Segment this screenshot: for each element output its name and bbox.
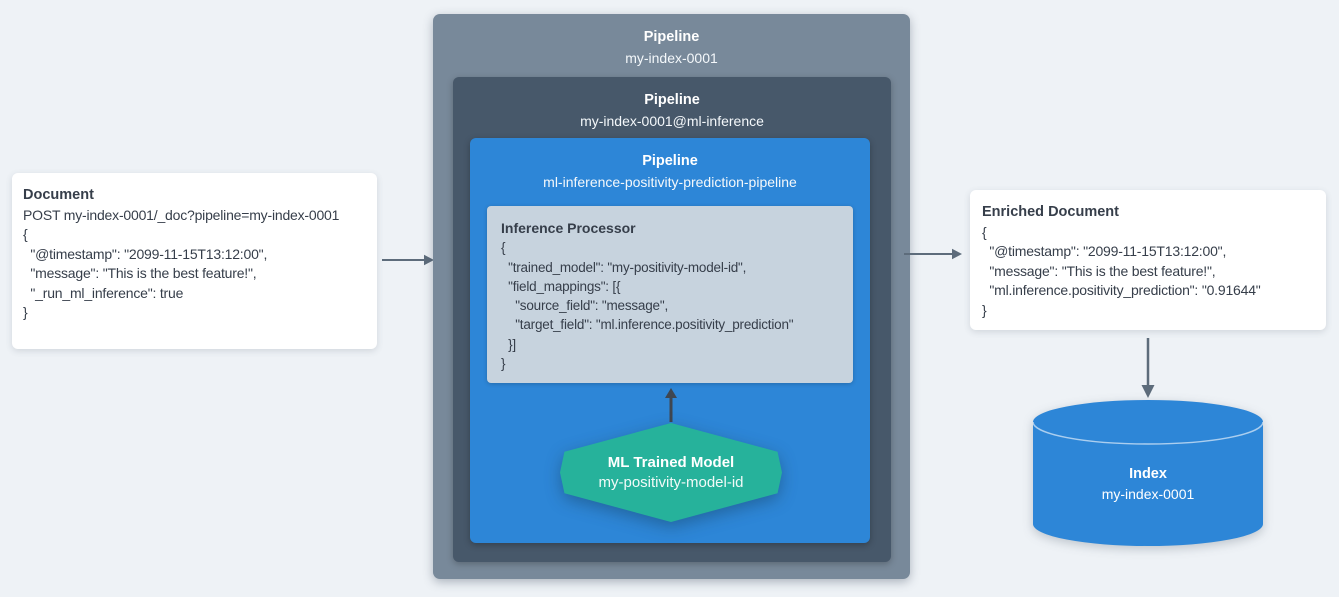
processor-code-line: } — [501, 356, 506, 372]
index-cylinder — [1032, 400, 1264, 550]
document-code-line: "@timestamp": "2099-11-15T13:12:00", — [23, 245, 268, 262]
ingest-arrow-right-icon — [382, 254, 434, 266]
index-name: my-index-0001 — [1101, 486, 1195, 502]
model-arrow-up-icon — [665, 388, 677, 422]
output-arrow-right-icon — [904, 248, 962, 260]
ml-pipeline-title: Pipeline — [642, 153, 698, 169]
document-card-title: Document — [23, 187, 94, 203]
hexagon-shape: ML Trained Model my-positivity-model-id — [560, 423, 782, 522]
processor-code-line: "source_field": "message", — [501, 298, 668, 314]
cylinder-shape — [1032, 400, 1264, 546]
processor-code-line: "field_mappings": [{ — [501, 278, 621, 294]
enriched-code-line: "ml.inference.positivity_prediction": "0… — [982, 282, 1261, 298]
ml-trained-model-node: ML Trained Model my-positivity-model-id — [560, 423, 782, 522]
document-code-line: { — [23, 226, 28, 242]
document-code-line: "message": "This is the best feature!", — [23, 265, 257, 281]
enriched-document-title: Enriched Document — [982, 204, 1119, 220]
inference-pipeline-name: my-index-0001@ml-inference — [580, 113, 764, 129]
processor-code-line: "trained_model": "my-positivity-model-id… — [501, 259, 747, 275]
enriched-code-line: "@timestamp": "2099-11-15T13:12:00", — [982, 243, 1227, 259]
document-code-line: } — [23, 304, 28, 320]
inference-processor-panel: Inference Processor { "trained_model": "… — [487, 206, 853, 383]
inference-pipeline-title: Pipeline — [644, 92, 700, 108]
enriched-code-line: { — [982, 223, 987, 240]
inference-processor-title: Inference Processor — [501, 220, 636, 236]
ml-trained-model-name: my-positivity-model-id — [598, 473, 744, 491]
enriched-code-line: "message": "This is the best feature!", — [982, 262, 1216, 279]
index-label: Index my-index-0001 — [1033, 464, 1263, 504]
outer-pipeline-title: Pipeline — [643, 29, 700, 45]
inference-pipeline-box: Pipeline my-index-0001@ml-inference Pipe… — [453, 77, 891, 562]
processor-code-line: "target_field": "ml.inference.positivity… — [501, 317, 794, 333]
ml-trained-model-title: ML Trained Model — [607, 453, 735, 471]
ml-pipeline-name: ml-inference-positivity-prediction-pipel… — [543, 174, 797, 190]
document-code-line: "_run_ml_inference": true — [23, 284, 184, 301]
ml-pipeline-box: Pipeline ml-inference-positivity-predict… — [470, 138, 870, 543]
processor-code-line: }] — [501, 336, 516, 352]
document-card: Document POST my-index-0001/_doc?pipelin… — [12, 173, 377, 349]
document-code-line: POST my-index-0001/_doc?pipeline=my-inde… — [23, 206, 340, 223]
outer-pipeline-box: Pipeline my-index-0001 Pipeline my-index… — [433, 14, 910, 579]
index-arrow-down-icon — [1141, 338, 1155, 398]
processor-code-line: { — [501, 240, 506, 256]
index-title: Index — [1129, 466, 1167, 482]
enriched-code-line: } — [982, 301, 987, 318]
enriched-document-card: Enriched Document { "@timestamp": "2099-… — [970, 190, 1326, 330]
outer-pipeline-name: my-index-0001 — [625, 50, 718, 66]
